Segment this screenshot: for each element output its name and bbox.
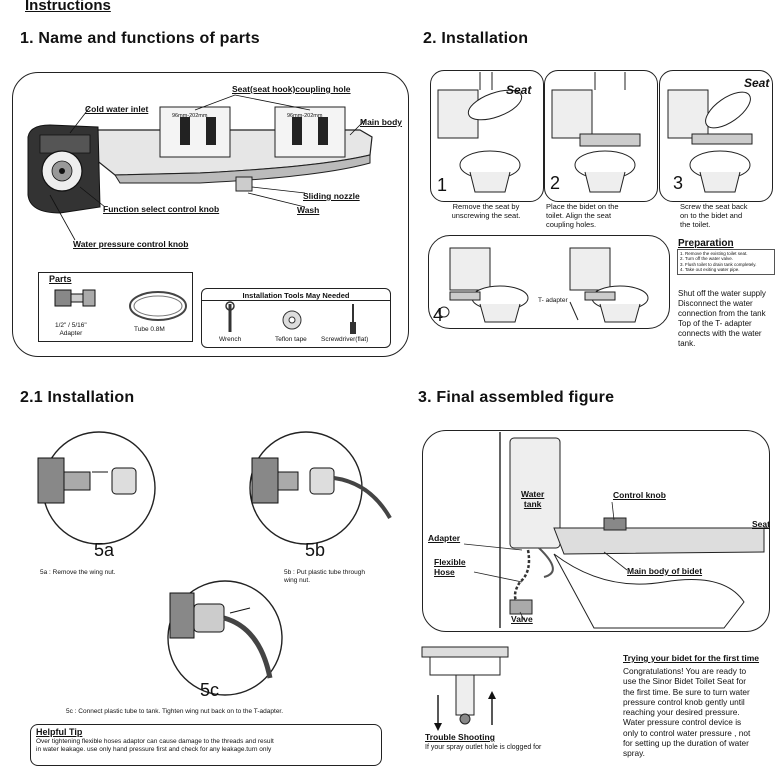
helpful-tip-title: Helpful Tip xyxy=(36,727,83,737)
preparation-text: Shut off the water supply Disconnect the… xyxy=(678,289,766,348)
bidet-body-illustration xyxy=(27,94,373,241)
label-water-tank: Water tank xyxy=(521,489,545,509)
parts-box xyxy=(38,272,193,342)
step-5b-caption: 5b : Put plastic tube through wing nut. xyxy=(284,569,365,584)
tool-teflon: Teflon tape xyxy=(275,336,307,343)
label-wash: Wash xyxy=(297,205,320,215)
label-adapter: Adapter xyxy=(428,533,461,543)
step-2-number: 2 xyxy=(550,173,561,193)
step-4-illustration xyxy=(438,247,649,323)
preparation-title: Preparation xyxy=(678,238,734,249)
first-time-title: Trying your bidet for the first time xyxy=(623,653,760,663)
step-1-caption: Remove the seat by unscrewing the seat. xyxy=(451,202,521,220)
dim-right: 96mm-202mm xyxy=(287,113,323,119)
label-valve: Valve xyxy=(511,614,533,624)
helpful-tip-text: Over tightening flexible hoses adaptor c… xyxy=(36,738,274,753)
first-time-text: Congratulations! You are ready to use th… xyxy=(623,666,751,759)
preparation-list: 1. Remove the existing toilet seat. 2. T… xyxy=(678,250,774,274)
label-sliding-nozzle: Sliding nozzle xyxy=(303,191,360,201)
section-2-1-title: 2.1 Installation xyxy=(20,389,135,406)
step-3-panel xyxy=(659,70,773,202)
dim-left: 96mm-202mm xyxy=(172,113,208,119)
step-4-number: 4 xyxy=(433,305,444,325)
label-water-pressure-knob: Water pressure control knob xyxy=(73,239,189,249)
label-seat-coupling: Seat(seat hook)coupling hole xyxy=(232,84,351,94)
step-1-number: 1 xyxy=(437,175,448,195)
step-2-caption: Place the bidet on the toilet. Align the… xyxy=(546,202,619,229)
final-figure-illustration xyxy=(463,432,770,629)
preparation-item: 1. Remove the existing toilet seat. xyxy=(680,251,748,256)
steps-5-illustration xyxy=(37,431,392,696)
step-5a-caption: 5a : Remove the wing nut. xyxy=(40,569,116,576)
label-seat: Seat xyxy=(752,519,770,529)
preparation-box: 1. Remove the existing toilet seat. 2. T… xyxy=(677,249,775,275)
step-5c-number: 5c xyxy=(200,680,220,700)
tools-divider xyxy=(202,300,390,301)
label-cold-water-inlet: Cold water inlet xyxy=(85,104,149,114)
step-5a-number: 5a xyxy=(94,540,115,560)
step-3-seat-label: Seat xyxy=(744,76,770,90)
step-3-number: 3 xyxy=(673,173,684,193)
step-3-caption: Screw the seat back on to the bidet and … xyxy=(680,202,748,229)
tools-box xyxy=(201,288,391,348)
parts-panel xyxy=(12,72,409,357)
section-3-title: 3. Final assembled figure xyxy=(418,389,615,406)
parts-tube: Tube 0.8M xyxy=(134,326,165,333)
step-4-panel xyxy=(428,235,670,329)
final-figure-panel xyxy=(422,430,770,632)
tools-illustration xyxy=(225,301,356,334)
step-2-panel xyxy=(544,70,658,202)
nozzle-illustration xyxy=(421,646,509,731)
step-5b-number: 5b xyxy=(305,540,326,560)
parts-adapter: 1/2" / 5/16" Adapter xyxy=(55,322,87,337)
tools-title: Installation Tools May Needed xyxy=(242,291,350,300)
steps-1-3-illustration xyxy=(437,72,753,193)
label-control-knob: Control knob xyxy=(613,490,666,500)
label-function-knob: Function select control knob xyxy=(103,204,220,214)
label-flexible-hose: Flexible Hose xyxy=(434,557,466,577)
step-1-panel xyxy=(430,70,544,202)
section-2-title: 2. Installation xyxy=(423,30,529,47)
page-header: Instructions xyxy=(25,0,111,14)
trouble-shooting-title: Trouble Shooting xyxy=(425,732,495,742)
label-main-body-bidet: Main body of bidet xyxy=(627,566,703,576)
preparation-item: 2. Turn off the water valve. xyxy=(680,256,733,262)
preparation-item: 3. Flush toilet to drain tank completely… xyxy=(680,261,757,267)
parts-illustration xyxy=(54,289,187,321)
preparation-item: 4. Take out exiting water pipe. xyxy=(680,267,740,273)
parts-title: Parts xyxy=(49,274,72,284)
label-main-body: Main body xyxy=(360,117,403,127)
step-1-seat-label: Seat xyxy=(506,83,532,97)
trouble-shooting-text: If your spray outlet hole is clogged for xyxy=(425,744,542,751)
section-1-title: 1. Name and functions of parts xyxy=(20,30,260,47)
tool-screwdriver: Screwdriver(flat) xyxy=(321,336,369,343)
tool-wrench: Wrench xyxy=(219,336,242,343)
step-4-t-adapter-label: T- adapter xyxy=(538,297,568,304)
step-5c-caption: 5c : Connect plastic tube to tank. Tight… xyxy=(66,708,284,715)
